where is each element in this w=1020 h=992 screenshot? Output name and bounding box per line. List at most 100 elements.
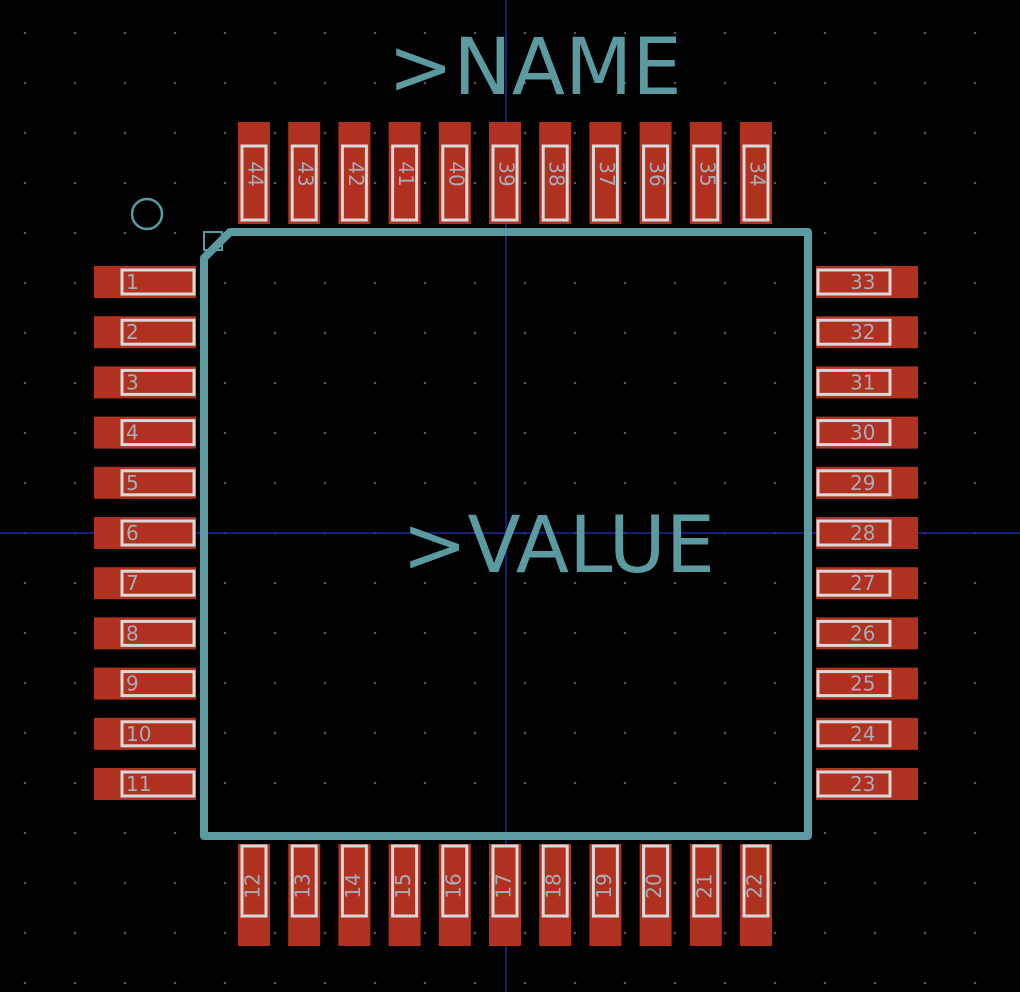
pad-15[interactable]: 15 — [388, 844, 421, 946]
pin-outline — [240, 844, 268, 918]
component-body-outline[interactable] — [200, 228, 812, 840]
pad-23[interactable]: 23 — [816, 768, 918, 800]
grid-dot — [73, 481, 77, 485]
pad-37[interactable]: 37 — [589, 122, 622, 224]
grid-dot — [323, 731, 327, 735]
grid-dot — [373, 281, 377, 285]
grid-dot — [523, 81, 527, 85]
grid-dot — [723, 681, 727, 685]
pad-28[interactable]: 28 — [816, 517, 918, 549]
pad-44[interactable]: 44 — [238, 122, 270, 224]
grid-dot — [573, 481, 577, 485]
pad-29[interactable]: 29 — [816, 466, 918, 499]
pin-number: 28 — [850, 521, 875, 545]
grid-dot — [323, 431, 327, 435]
pad-12[interactable]: 12 — [238, 844, 270, 946]
pad-41[interactable]: 41 — [388, 122, 421, 224]
grid-dot — [673, 31, 677, 35]
pad-27[interactable]: 27 — [816, 567, 918, 600]
pad-22[interactable]: 22 — [740, 844, 772, 946]
value-label[interactable]: >VALUE — [402, 501, 715, 591]
grid-dot — [73, 831, 77, 835]
pad-38[interactable]: 38 — [539, 122, 572, 224]
pad-16[interactable]: 16 — [438, 844, 471, 946]
pad-4[interactable]: 4 — [94, 416, 196, 449]
grid-dot — [423, 131, 427, 135]
grid-dot — [923, 281, 927, 285]
pad-42[interactable]: 42 — [338, 122, 371, 224]
pad-36[interactable]: 36 — [639, 122, 672, 224]
grid-dot — [23, 231, 27, 235]
grid-dot — [973, 381, 977, 385]
grid-dot — [473, 581, 477, 585]
grid-dot — [873, 131, 877, 135]
grid-dot — [673, 581, 677, 585]
grid-dot — [23, 981, 27, 985]
grid-dot — [823, 231, 827, 235]
grid-dot — [223, 931, 227, 935]
pad-6[interactable]: 6 — [94, 517, 196, 549]
grid-dot — [523, 431, 527, 435]
grid-dot — [123, 881, 127, 885]
grid-dot — [523, 631, 527, 635]
grid-dot — [973, 681, 977, 685]
pad-18[interactable]: 18 — [539, 844, 572, 946]
pad-11[interactable]: 11 — [94, 768, 196, 800]
pad-5[interactable]: 5 — [94, 466, 196, 499]
grid-dot — [623, 281, 627, 285]
pad-14[interactable]: 14 — [338, 844, 371, 946]
pad-2[interactable]: 2 — [94, 316, 196, 349]
pad-24[interactable]: 24 — [816, 717, 918, 750]
pad-19[interactable]: 19 — [589, 844, 622, 946]
pad-32[interactable]: 32 — [816, 316, 918, 349]
pad-33[interactable]: 33 — [816, 266, 918, 298]
grid-dot — [373, 731, 377, 735]
grid-dot — [473, 781, 477, 785]
grid-dot — [973, 481, 977, 485]
pad-3[interactable]: 3 — [94, 366, 196, 399]
grid-dot — [723, 181, 727, 185]
pad-35[interactable]: 35 — [689, 122, 722, 224]
grid-dot — [223, 331, 227, 335]
pad-13[interactable]: 13 — [288, 844, 321, 946]
pad-20[interactable]: 20 — [639, 844, 672, 946]
pad-43[interactable]: 43 — [288, 122, 321, 224]
pin-outline — [541, 144, 569, 222]
pad-26[interactable]: 26 — [816, 617, 918, 650]
pin-number: 23 — [850, 772, 875, 796]
pad-7[interactable]: 7 — [94, 567, 196, 600]
pad-30[interactable]: 30 — [816, 416, 918, 449]
grid-dot — [623, 881, 627, 885]
pad-9[interactable]: 9 — [94, 667, 196, 700]
pad-25[interactable]: 25 — [816, 667, 918, 700]
pad-1[interactable]: 1 — [94, 266, 196, 298]
name-label[interactable]: >NAME — [388, 23, 682, 113]
grid-dot — [373, 931, 377, 935]
grid-dot — [673, 81, 677, 85]
pin-outline — [816, 569, 892, 597]
grid-dot — [273, 381, 277, 385]
grid-dot — [173, 31, 177, 35]
grid-dot — [23, 631, 27, 635]
pad-34[interactable]: 34 — [740, 122, 772, 224]
pad-31[interactable]: 31 — [816, 366, 918, 399]
grid-dot — [473, 31, 477, 35]
grid-dot — [73, 881, 77, 885]
grid-dot — [423, 381, 427, 385]
grid-dot — [773, 331, 777, 335]
pad-40[interactable]: 40 — [438, 122, 471, 224]
pin-number: 41 — [394, 161, 418, 186]
grid-dot — [323, 581, 327, 585]
pad-10[interactable]: 10 — [94, 717, 196, 750]
grid-dot — [223, 31, 227, 35]
grid-dot — [23, 781, 27, 785]
grid-dot — [573, 881, 577, 885]
grid-dot — [373, 81, 377, 85]
pad-39[interactable]: 39 — [489, 122, 521, 224]
grid-dot — [523, 581, 527, 585]
pin-outline — [120, 469, 196, 497]
pad-17[interactable]: 17 — [489, 844, 521, 946]
pad-8[interactable]: 8 — [94, 617, 196, 650]
pad-21[interactable]: 21 — [689, 844, 722, 946]
